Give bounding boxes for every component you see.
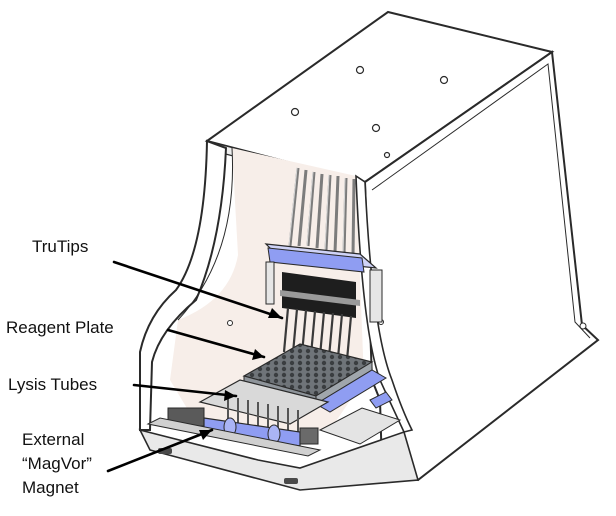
left-frame-inner-edge <box>177 147 234 321</box>
callout-arrowheads <box>199 308 282 440</box>
magnet-arrow <box>106 428 214 473</box>
trutips-tips <box>282 307 353 361</box>
label-trutips: TruTips <box>32 237 89 256</box>
label-external-magvor-magnet: External “MagVor” Magnet <box>22 430 92 497</box>
plate-carrier <box>315 369 387 413</box>
front-screw-left <box>227 320 233 326</box>
right-panel-inner-edge <box>371 63 591 339</box>
callout-arrows <box>106 260 284 473</box>
label-reagent-plate: Reagent Plate <box>6 318 114 337</box>
pipette-head <box>264 243 383 323</box>
lysis-tubes-arrow <box>132 383 238 398</box>
enclosure-base <box>138 428 420 491</box>
trutips-arrow <box>112 260 284 320</box>
reagent-plate-arrow <box>166 328 266 359</box>
label-lysis-tubes: Lysis Tubes <box>8 375 98 394</box>
tubing-bundle <box>288 167 356 257</box>
tubing-highlights <box>288 167 346 255</box>
right-panel-screw <box>579 322 587 330</box>
base-rails <box>146 391 402 457</box>
